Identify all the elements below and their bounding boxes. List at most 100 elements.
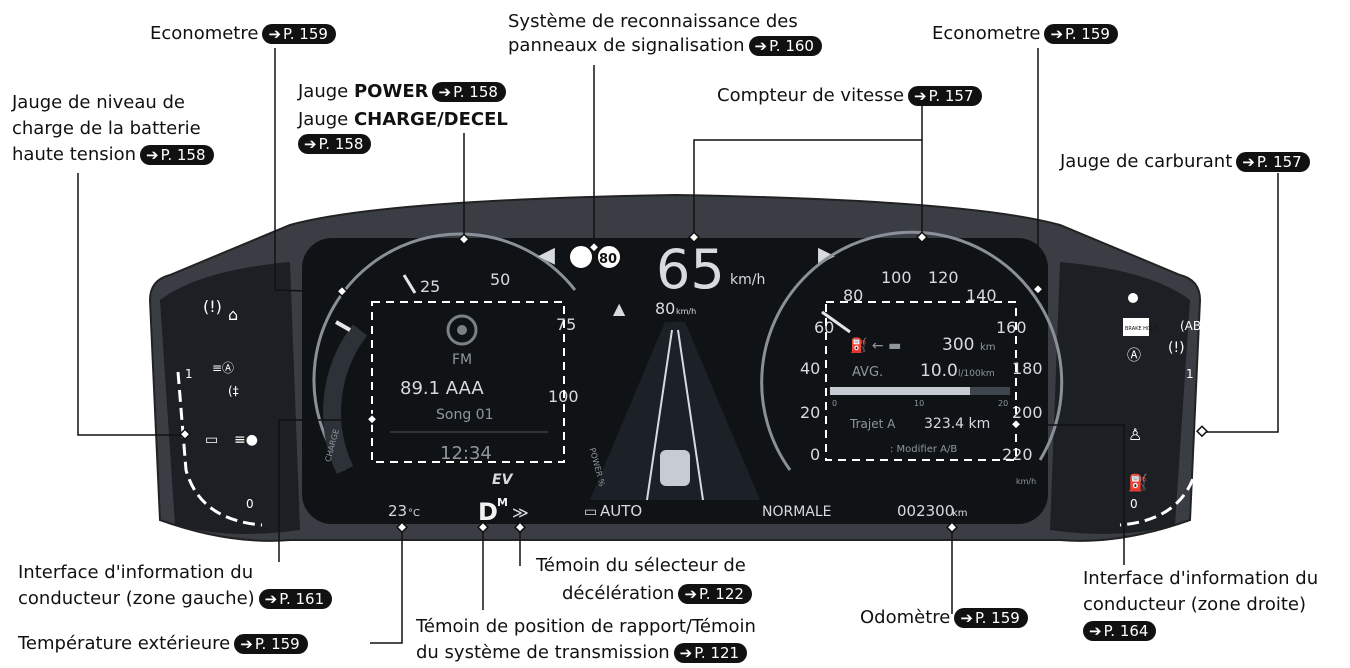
avg-label: AVG. [852, 365, 883, 380]
temperature-unit: °C [408, 508, 420, 519]
speedo-unit: km/h [1016, 477, 1036, 486]
speed-unit: km/h [730, 272, 765, 288]
avg-value: 10.0 [920, 361, 958, 381]
odometer-value: 002300 [897, 502, 954, 520]
right-wing [1050, 262, 1190, 534]
trip-label: Trajet A [849, 417, 896, 431]
callout-fuel-gauge: Jauge de carburant➔P. 157 [1060, 150, 1310, 174]
battery-level-gauge [176, 371, 263, 527]
callout-dii-right: Interface d'information du conducteur (z… [1083, 568, 1319, 641]
callout-pins [178, 231, 1209, 534]
avg-unit: l/100km [958, 369, 995, 379]
fuel-level-gauge [1119, 371, 1206, 527]
brake-warning-icon: (!) [1168, 340, 1185, 356]
bar-tick-0: 0 [832, 399, 837, 408]
battery-empty-mark: 0 [246, 497, 254, 511]
speedo-tick-200: 200 [1012, 403, 1043, 422]
speedo-tick-80: 80 [843, 286, 863, 305]
no-overtaking-sign [568, 244, 594, 270]
page-ref-button[interactable]: ➔P. 160 [748, 36, 822, 56]
speed-limit-sign [596, 244, 622, 270]
speedo-tick-100: 100 [881, 268, 912, 287]
ev-indicator: EV [492, 472, 514, 488]
page-ref-button[interactable]: ➔P. 121 [673, 643, 748, 663]
decel-selector-icon: ≫ [512, 503, 529, 522]
speed-value: 65 [656, 238, 725, 301]
callout-text: panneaux de signalisation [508, 35, 745, 56]
speedo-tick-20: 20 [800, 403, 820, 422]
left-arrow-icon: ◀ [538, 243, 555, 268]
page-ref-button[interactable]: ➔P. 158 [140, 145, 214, 165]
auto-high-beam-icon: ≡Ⓐ [212, 361, 234, 375]
audio-source: FM [452, 352, 472, 368]
low-battery-icon: ▭ [205, 432, 218, 448]
page-ref-button[interactable]: ➔P. 164 [1083, 621, 1157, 641]
speedo-tick-120: 120 [928, 268, 959, 287]
speedometer-arc [760, 230, 1064, 471]
callout-charge-gauge: Jauge CHARGE/DECEL ➔P. 158 [298, 109, 508, 154]
dii-right-zone [825, 301, 1017, 461]
range-value: 300 [942, 335, 974, 355]
bar-tick-20: 20 [998, 399, 1008, 408]
clock: 12:34 [440, 443, 492, 464]
callout-lines [77, 48, 1279, 644]
callout-speedometer: Compteur de vitesse➔P. 157 [717, 84, 982, 108]
power-tick-50: 50 [490, 270, 510, 289]
callout-traffic-sign-recognition: Système de reconnaissance des panneaux d… [508, 10, 822, 58]
gear-indicator: D [478, 498, 498, 526]
headlight-icon: ▭ [584, 504, 597, 520]
speedo-tick-40: 40 [800, 359, 820, 378]
range-icon: ⛽ ← ▬ [850, 337, 901, 354]
callout-decel-selector: Témoin du sélecteur de décélération➔P. 1… [536, 552, 752, 608]
page-ref-button[interactable]: ➔P. 159 [954, 608, 1028, 628]
power-tick-25: 25 [420, 277, 440, 296]
callout-battery-gauge: Jauge de niveau de charge de la batterie… [12, 90, 214, 168]
headlight-mode: AUTO [600, 502, 642, 520]
car-icon [660, 450, 690, 486]
speedo-tick-160: 160 [996, 318, 1027, 337]
low-fuel-icon: ⛽ [1128, 473, 1148, 492]
speedo-tick-180: 180 [1012, 359, 1043, 378]
abs-warning-icon: (ABS) [1180, 319, 1213, 333]
drive-mode: NORMALE [762, 504, 832, 520]
power-gauge-arc [312, 232, 577, 471]
left-wing [160, 262, 300, 534]
page-ref-button[interactable]: ➔P. 122 [678, 584, 752, 604]
page-ref-button[interactable]: ➔P. 158 [298, 134, 372, 154]
fuel-empty-mark: 0 [1130, 497, 1138, 511]
page-ref-button[interactable]: ➔P. 161 [258, 589, 333, 609]
callout-text: Système de reconnaissance des [508, 11, 798, 32]
audio-station: 89.1 AAA [400, 378, 484, 399]
range-unit: km [980, 342, 996, 353]
page-ref-button[interactable]: ➔P. 157 [1236, 152, 1310, 172]
power-tick-75: 75 [556, 315, 576, 334]
speedo-tick-220: 220 [1002, 445, 1033, 464]
page-ref-button[interactable]: ➔P. 158 [432, 82, 506, 102]
callout-text: Econometre [150, 23, 259, 44]
callout-outside-temp: Température extérieure➔P. 159 [18, 632, 308, 656]
indicator-dot [1128, 293, 1138, 303]
dii-left-zone [371, 301, 565, 463]
auto-hold-icon: Ⓐ [1127, 348, 1141, 364]
page-ref-button[interactable]: ➔P. 159 [234, 634, 308, 654]
check-engine-icon: ⌂ [228, 305, 238, 324]
high-beam-icon: ≡● [234, 432, 258, 448]
acc-speed: 80 [655, 299, 675, 318]
page-ref-button[interactable]: ➔P. 157 [908, 86, 982, 106]
brake-hold-icon [1123, 318, 1149, 336]
page-ref-button[interactable]: ➔P. 159 [1044, 24, 1118, 44]
callout-text: Econometre [932, 23, 1041, 44]
battery-full-mark: 1 [185, 367, 193, 381]
acc-unit: km/h [676, 307, 696, 316]
seatbelt-icon: ♙ [1128, 425, 1142, 444]
page-ref-button[interactable]: ➔P. 159 [262, 24, 336, 44]
speedo-tick-60: 60 [814, 318, 834, 337]
audio-song: Song 01 [436, 407, 493, 423]
trip-hint: : Modifier A/B [890, 444, 957, 455]
callout-dii-left: Interface d'information du conducteur (z… [18, 560, 333, 612]
gear-mode: M [497, 496, 508, 509]
callout-econometer-left: Econometre➔P. 159 [150, 22, 336, 46]
speedo-tick-140: 140 [966, 286, 997, 305]
temperature-value: 23 [388, 502, 407, 520]
